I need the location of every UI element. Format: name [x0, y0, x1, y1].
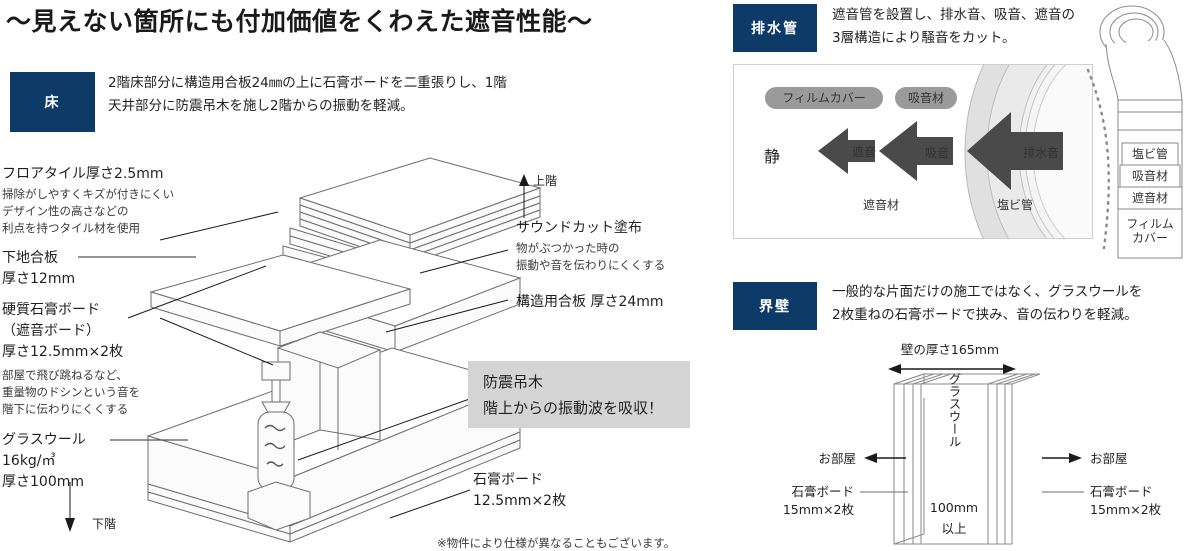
- section-tag-floor: 床: [10, 72, 95, 132]
- label-hard-gypsum: 硬質石膏ボード （遮音ボード） 厚さ12.5mm×2枚: [2, 300, 123, 363]
- label-floor-tile: フロアタイル厚さ2.5mm: [2, 166, 164, 182]
- label-subfloor-1: 下地合板: [2, 250, 58, 266]
- floor-isometric-diagram: [0, 140, 710, 551]
- pipe-cutaway-illustration: 塩ビ管 吸音材 遮音材 フィルム カバー: [1086, 0, 1196, 262]
- label-upper-floor: 上階: [533, 174, 558, 188]
- pipe-pill-film-cover: フィルムカバー: [782, 91, 866, 105]
- label-floor-tile-sub-3: 利点を持つタイル材を使用: [2, 221, 140, 235]
- label-gypsum-board: 石膏ボード 12.5mm×2枚: [473, 470, 566, 512]
- label-hard-gypsum-sub: 部屋で飛び跳ねるなど、 重量物のドシンという音を 階下に伝わりにくくする: [2, 367, 140, 418]
- pipe-arrow-shaon: 遮音: [818, 128, 876, 174]
- label-glasswool-1: グラスウール: [2, 432, 86, 448]
- emphasis-line-2: 階上からの振動波を吸収！: [483, 399, 664, 417]
- label-hard-gypsum-1: 硬質石膏ボード: [2, 302, 100, 318]
- cutaway-outer-line1: フィルム: [1126, 217, 1174, 231]
- wall-thickness-label: 壁の厚さ165mm: [901, 342, 999, 357]
- label-subfloor-2: 厚さ12mm: [2, 271, 76, 287]
- wall-section-diagram: 壁の厚さ165mm グラスウール 100mm 以上 お部屋 お部屋 石膏ボード …: [750, 338, 1196, 551]
- wall-gypsum-left-line2: 15mm×2枚: [783, 502, 855, 517]
- svg-text:吸音: 吸音: [925, 145, 949, 160]
- pipe-bottom-label-shaonzai: 遮音材: [863, 197, 899, 212]
- label-hard-gypsum-sub-1: 部屋で飛び跳ねるなど、: [2, 368, 128, 382]
- section-desc-pipe-line1: 遮音管を設置し、排水音、吸音、遮音の: [832, 7, 1075, 23]
- section-desc-wall: 一般的な片面だけの施工ではなく、グラスウールを 2枚重ねの石膏ボードで挟み、音の…: [832, 281, 1182, 327]
- pipe-layer-diagram: フィルムカバー 吸音材 静 遮音 吸音 排水音 遮音材 塩ビ管: [733, 64, 1093, 239]
- label-glasswool: グラスウール 16kg/㎥ 厚さ100mm: [2, 430, 86, 493]
- svg-text:遮音: 遮音: [852, 144, 876, 159]
- emphasis-line-1: 防震吊木: [483, 373, 544, 391]
- label-glasswool-3: 厚さ100mm: [2, 474, 84, 490]
- section-desc-floor-line1: 2階床部分に構造用合板24㎜の上に石膏ボードを二重張りし、1階: [108, 75, 507, 91]
- label-subfloor: 下地合板 厚さ12mm: [2, 248, 75, 290]
- section-desc-pipe: 遮音管を設置し、排水音、吸音、遮音の 3層構造により騒音をカット。: [832, 4, 1132, 50]
- label-soundcut: サウンドカット塗布: [516, 220, 642, 236]
- label-hard-gypsum-sub-3: 階下に伝わりにくくする: [2, 402, 129, 416]
- label-gypsum-board-2: 12.5mm×2枚: [473, 493, 567, 509]
- cutaway-outer-line2: カバー: [1132, 231, 1168, 245]
- label-structural-ply: 構造用合板 厚さ24mm: [516, 294, 664, 310]
- wall-core-value-sub: 以上: [941, 521, 966, 536]
- pipe-pill-absorber: 吸音材: [908, 90, 944, 105]
- footnote: ※物件により仕様が異なることもございます。: [437, 536, 676, 550]
- wall-gypsum-right-line1: 石膏ボード: [1090, 484, 1153, 499]
- section-desc-pipe-line2: 3層構造により騒音をカット。: [832, 30, 1016, 46]
- wall-gypsum-right-line2: 15mm×2枚: [1090, 502, 1162, 517]
- section-desc-floor-line2: 天井部分に防震吊木を施し2階からの振動を軽減。: [108, 98, 414, 114]
- cutaway-layer-insulator: 遮音材: [1132, 190, 1168, 205]
- emphasis-box: [468, 361, 690, 428]
- label-soundcut-sub-1: 物がぶつかった時の: [516, 241, 620, 255]
- svg-text:排水音: 排水音: [1023, 145, 1059, 160]
- wall-core-value: 100mm: [930, 500, 978, 515]
- label-floor-tile-sub-1: 掃除がしやすくキズが付きにくい: [2, 187, 175, 201]
- label-soundcut-sub-2: 振動や音を伝わりにくくする: [516, 258, 666, 272]
- section-tag-pipe: 排水管: [733, 4, 817, 52]
- section-desc-wall-line2: 2枚重ねの石膏ボードで挟み、音の伝わりを軽減。: [832, 307, 1138, 323]
- wall-core-label: グラスウール: [947, 373, 962, 448]
- pipe-quiet-label: 静: [764, 147, 780, 166]
- cutaway-layer-absorber: 吸音材: [1132, 168, 1168, 183]
- cutaway-layer-pvc: 塩ビ管: [1132, 146, 1168, 161]
- pipe-bottom-label-pvc: 塩ビ管: [997, 197, 1033, 212]
- label-hard-gypsum-sub-2: 重量物のドシンという音を: [2, 385, 140, 399]
- label-floor-tile-sub: 掃除がしやすくキズが付きにくい デザイン性の高さなどの 利点を持つタイル材を使用: [2, 186, 174, 237]
- label-hard-gypsum-3: 厚さ12.5mm×2枚: [2, 344, 124, 360]
- label-glasswool-2: 16kg/㎥: [2, 453, 56, 469]
- wall-room-left-label: お部屋: [818, 451, 856, 466]
- pipe-arrow-kyuon: 吸音: [879, 121, 953, 181]
- section-tag-wall: 界壁: [733, 282, 817, 330]
- section-desc-wall-line1: 一般的な片面だけの施工ではなく、グラスウールを: [832, 284, 1143, 300]
- wall-room-right-label: お部屋: [1090, 451, 1128, 466]
- label-hard-gypsum-2: （遮音ボード）: [2, 323, 100, 339]
- label-floor-tile-sub-2: デザイン性の高さなどの: [2, 204, 129, 218]
- section-desc-floor: 2階床部分に構造用合板24㎜の上に石膏ボードを二重張りし、1階 天井部分に防震吊…: [108, 72, 688, 118]
- wall-gypsum-left-line1: 石膏ボード: [791, 484, 854, 499]
- page-title: 〜見えない箇所にも付加価値をくわえた遮音性能〜: [6, 7, 593, 36]
- label-gypsum-board-1: 石膏ボード: [473, 472, 543, 488]
- pipe-arrow-drain-noise: 排水音: [967, 112, 1063, 190]
- label-lower-floor: 下階: [92, 517, 117, 531]
- label-soundcut-sub: 物がぶつかった時の 振動や音を伝わりにくくする: [516, 240, 665, 274]
